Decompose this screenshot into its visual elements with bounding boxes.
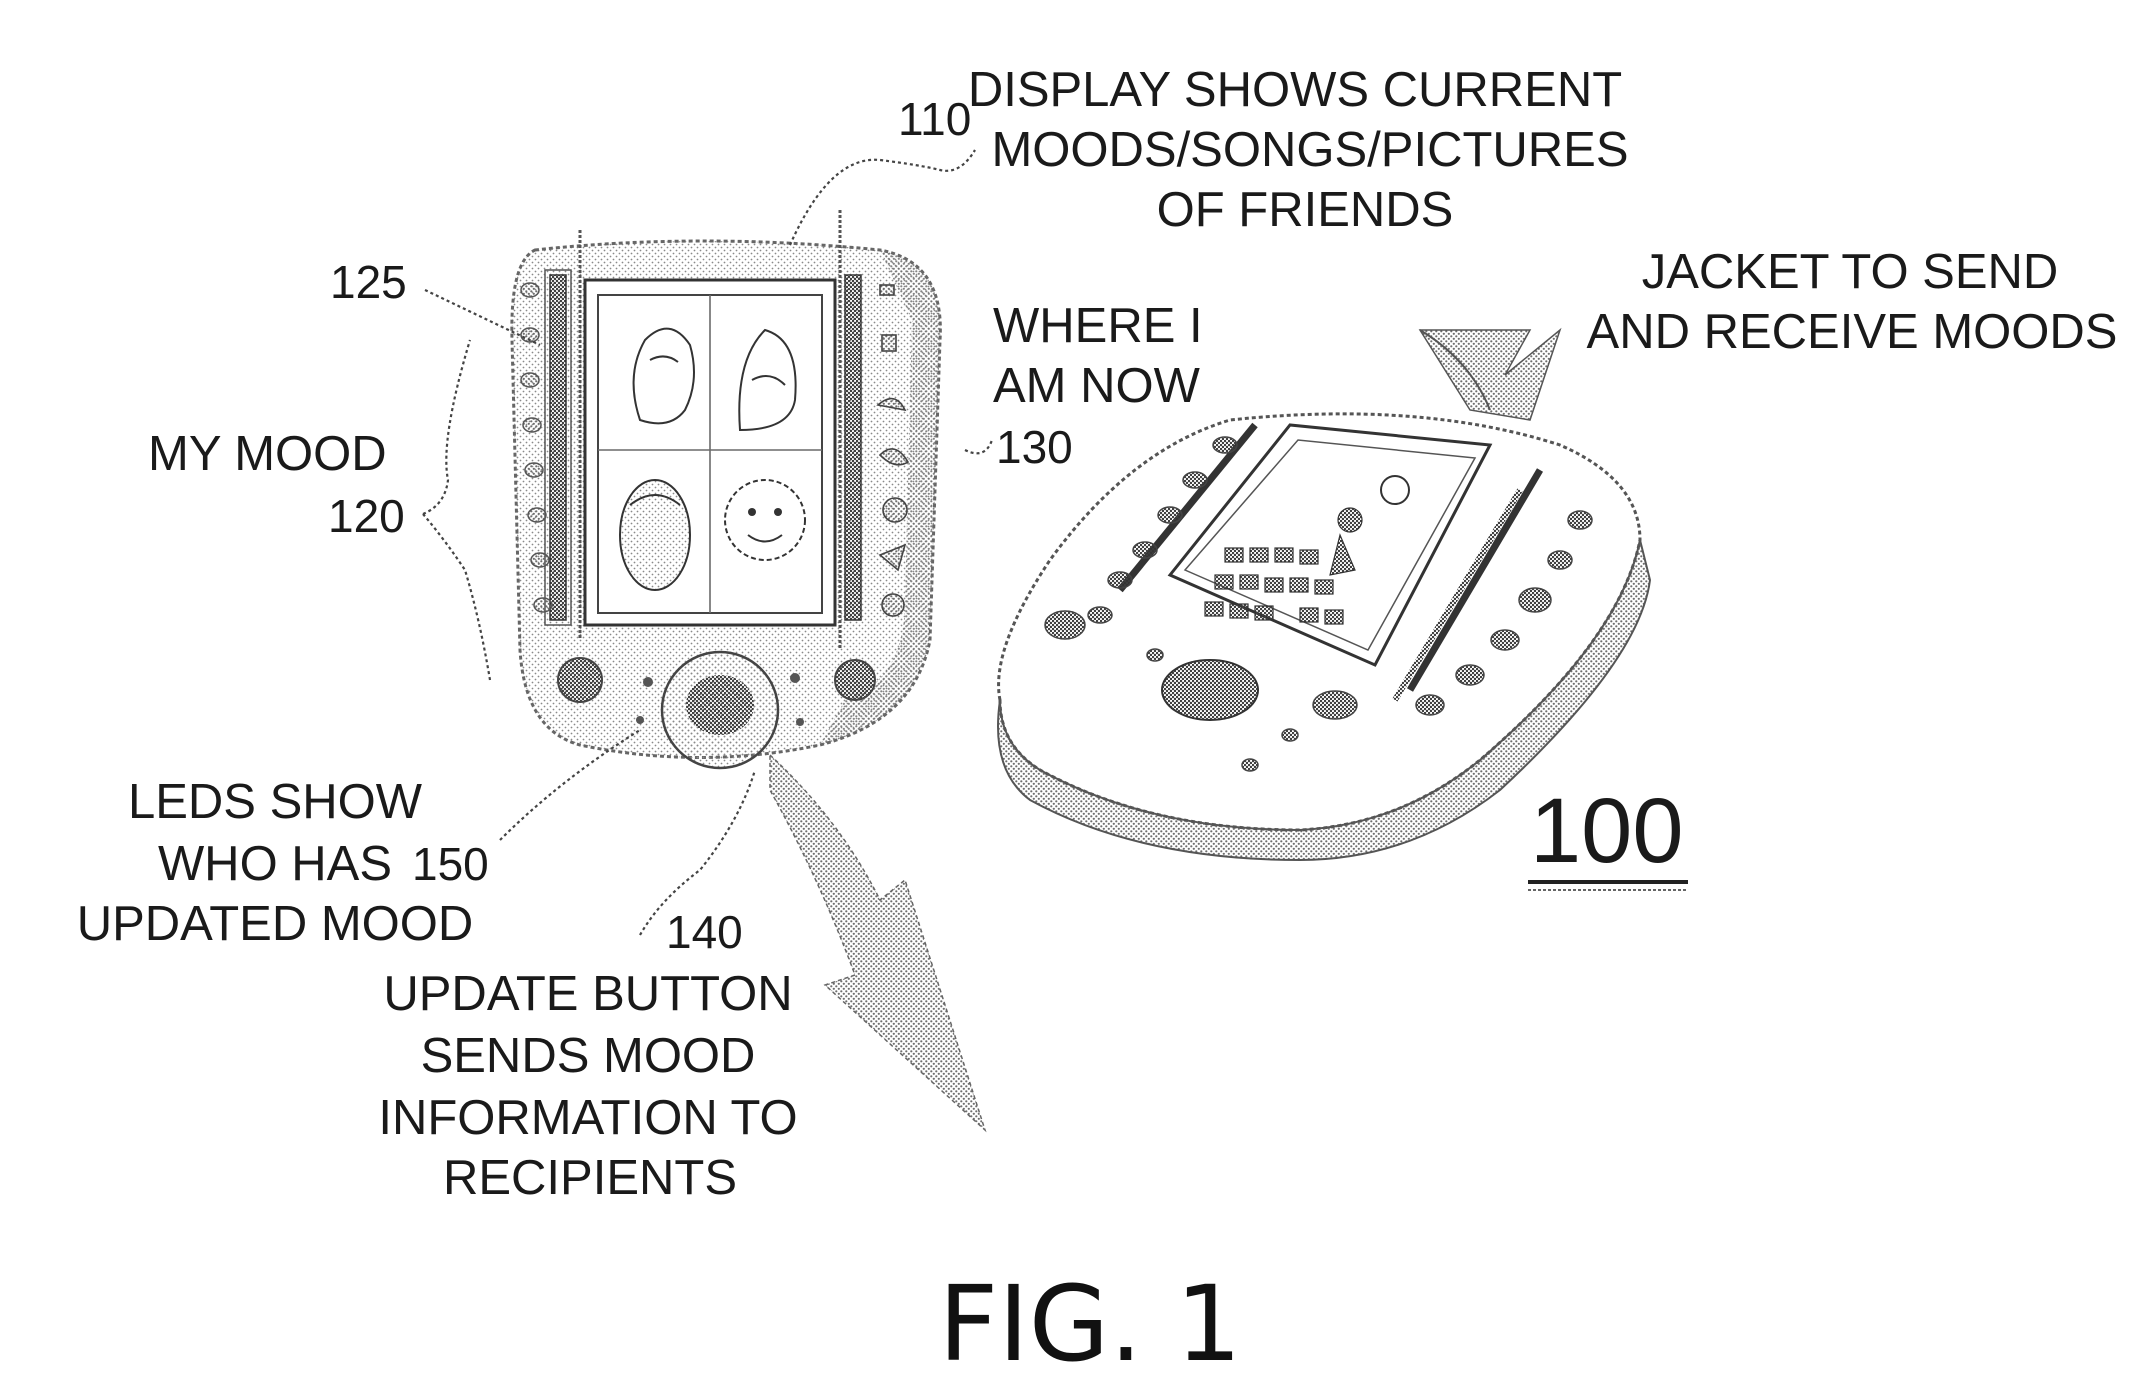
friend-picture-3 — [620, 480, 690, 590]
location-bar — [845, 275, 861, 620]
display-label-line-2: MOODS/SONGS/PICTURES — [991, 123, 1628, 177]
display-label: DISPLAY SHOWS CURRENT MOODS/SONGS/PICTUR… — [968, 63, 1629, 237]
update-label-line-1: UPDATE BUTTON — [383, 967, 792, 1021]
where-label-line-1: WHERE I — [993, 299, 1203, 353]
display-label-line-1: DISPLAY SHOWS CURRENT — [968, 63, 1622, 117]
update-button[interactable] — [662, 652, 778, 768]
ref-update: 140 — [666, 906, 743, 958]
update-label-line-3: INFORMATION TO — [378, 1091, 797, 1145]
update-label-line-2: SENDS MOOD — [421, 1029, 756, 1083]
leds-label-line-2: WHO HAS — [158, 837, 392, 891]
front-device — [512, 241, 941, 768]
jacket-label-line-2: AND RECEIVE MOODS — [1587, 305, 2118, 359]
jacket-label-line-1: JACKET TO SEND — [1642, 245, 2059, 299]
my-mood-label: MY MOOD — [148, 427, 387, 481]
device-reference: 100 — [1528, 780, 1688, 890]
jacket-label: JACKET TO SEND AND RECEIVE MOODS — [1587, 245, 2118, 359]
where-label: WHERE I AM NOW — [993, 299, 1203, 413]
update-label: UPDATE BUTTON SENDS MOOD INFORMATION TO … — [378, 967, 797, 1205]
update-label-line-4: RECIPIENTS — [443, 1151, 737, 1205]
display-label-line-3: OF FRIENDS — [1157, 183, 1454, 237]
where-label-line-2: AM NOW — [993, 359, 1201, 413]
ref-my-mood: 120 — [328, 490, 405, 542]
ref-mood-bar: 125 — [330, 256, 407, 308]
mood-bar — [550, 275, 566, 620]
ref-display: 110 — [898, 93, 971, 145]
device-ref-number: 100 — [1530, 780, 1684, 882]
perspective-update-button — [1162, 660, 1258, 720]
figure-caption: FIG. 1 — [938, 1263, 1241, 1385]
update-arrow — [770, 755, 985, 1130]
leds-label-line-3: UPDATED MOOD — [77, 897, 474, 951]
ref-where: 130 — [996, 421, 1073, 473]
leds-label-line-1: LEDS SHOW — [128, 775, 423, 829]
ref-leds: 150 — [412, 838, 489, 890]
